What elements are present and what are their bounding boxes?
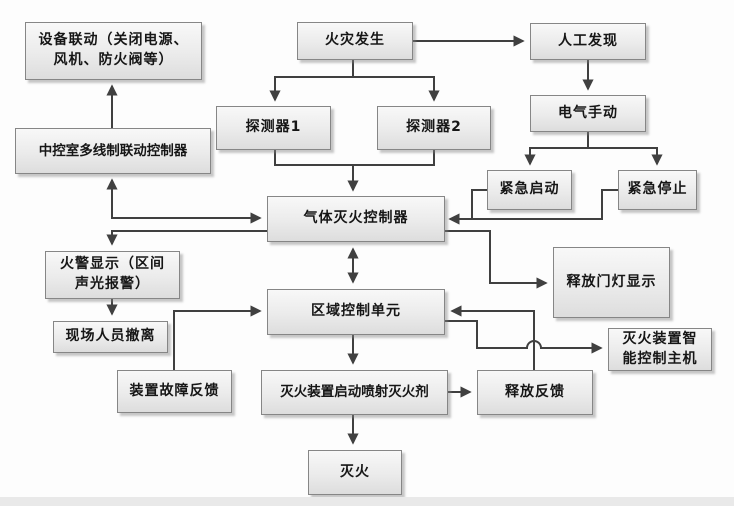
edge-gas-to-releaselamp — [445, 230, 548, 289]
node-electric-manual: 电气手动 — [530, 95, 646, 132]
node-smart-host: 灭火装置智 能控制主机 — [608, 328, 712, 371]
node-control-room: 中控室多线制联动控制器 — [15, 128, 211, 174]
node-extinguish: 灭火 — [308, 450, 402, 495]
node-manual-discovery: 人工发现 — [530, 23, 646, 60]
node-fire-occurs: 火灾发生 — [297, 22, 413, 60]
node-discharge-spray: 灭火装置启动喷射灭火剂 — [261, 370, 448, 415]
scan-edge-strip — [0, 497, 734, 506]
node-detector1: 探测器1 — [216, 106, 331, 150]
edge-zone-to-smarthost — [445, 320, 603, 354]
node-release-lamp: 释放门灯显示 — [553, 247, 670, 318]
node-emergency-stop: 紧急停止 — [618, 170, 697, 210]
edge-fault-to-zone — [173, 305, 262, 370]
node-fire-alarm-display: 火警显示（区间 声光报警） — [45, 251, 180, 299]
edge-gas-controlroom-bidirectional — [106, 178, 262, 224]
node-release-feedback: 释放反馈 — [477, 370, 593, 415]
edge-estart-elbow — [471, 189, 487, 219]
node-equipment-linkage: 设备联动（关闭电源、 风机、防火阀等） — [25, 22, 202, 80]
node-zone-unit: 区域控制单元 — [267, 289, 445, 335]
node-gas-controller: 气体灭火控制器 — [267, 196, 445, 242]
node-fault-feedback: 装置故障反馈 — [117, 370, 232, 413]
node-evacuation: 现场人员撤离 — [53, 321, 168, 353]
edge-releasefb-to-zone — [450, 305, 535, 370]
node-detector2: 探测器2 — [377, 106, 491, 150]
edge-estop-elbow — [601, 189, 618, 220]
node-emergency-start: 紧急启动 — [487, 170, 572, 210]
edge-gas-to-firealarm — [106, 230, 267, 246]
